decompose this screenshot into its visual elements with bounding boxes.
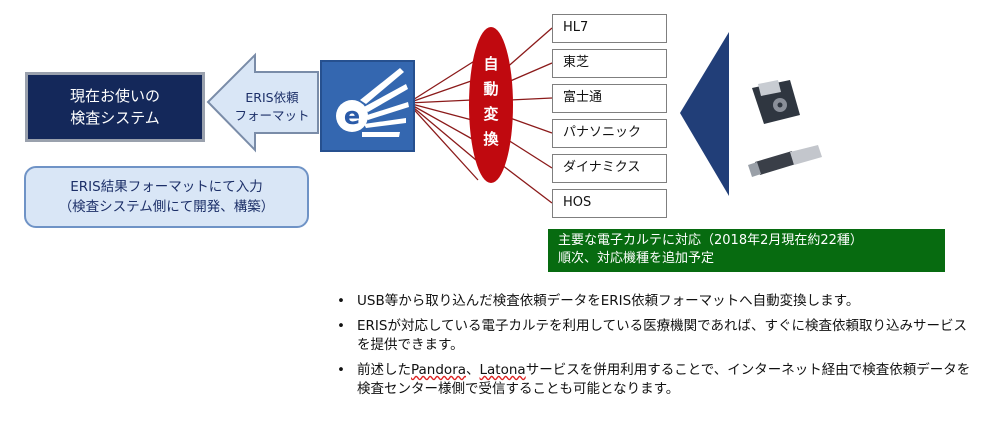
arrow-label: ERIS依頼 フォーマット [232, 89, 312, 125]
auto-convert-oval [469, 27, 513, 183]
green-note-line1: 主要な電子カルテに対応（2018年2月現在約22種） [558, 233, 863, 248]
feature-bullets: • USB等から取り込んだ検査依頼データをERIS依頼フォーマットへ自動変換しま… [335, 292, 975, 405]
system-hos: HOS [552, 189, 667, 218]
bullet-dot-icon: • [337, 318, 345, 334]
auto-convert-label: 自 動 変 換 [471, 52, 511, 152]
svg-text:e: e [344, 102, 360, 130]
logo-to-oval-connectors [407, 59, 479, 181]
auto-char-1: 自 [483, 55, 499, 73]
current-system-box: 現在お使いの 検査システム [25, 72, 205, 142]
arrow-label-line1: ERIS依頼 [245, 90, 299, 105]
bullet-item: • 前述したPandora、Latonaサービスを併用利用することで、インターネ… [335, 361, 975, 399]
green-note-line2: 順次、対応機種を追加予定 [558, 251, 715, 266]
supported-systems-note: 主要な電子カルテに対応（2018年2月現在約22種） 順次、対応機種を追加予定 [548, 229, 945, 272]
eris-logo: e [320, 60, 415, 152]
auto-char-3: 変 [483, 105, 499, 123]
bullet-text-2: ERISが対応している電子カルテを利用している医療機関であれば、すぐに検査依頼取… [357, 318, 968, 353]
usb-stick-icon [748, 145, 822, 177]
auto-char-4: 換 [483, 130, 499, 148]
system-toshiba: 東芝 [552, 49, 667, 78]
note-line2: （検査システム側にて開発、構築） [58, 199, 275, 215]
bullet-text-3-sep: 、 [466, 362, 480, 378]
eris-wing-logo-icon: e [336, 68, 409, 137]
auto-char-2: 動 [483, 80, 499, 98]
bullet-item: • USB等から取り込んだ検査依頼データをERIS依頼フォーマットへ自動変換しま… [335, 292, 975, 311]
note-line1: ERIS結果フォーマットにて入力 [70, 179, 263, 195]
bullet-dot-icon: • [337, 362, 345, 378]
source-triangle [680, 32, 729, 196]
bullet-text-3-post: サービスを併用利用することで、インターネット経由で検査依頼データを検査センター様… [357, 362, 971, 397]
bullet-dot-icon: • [337, 293, 345, 309]
system-dynamics: ダイナミクス [552, 154, 667, 183]
system-hl7: HL7 [552, 14, 667, 43]
bullet-item: • ERISが対応している電子カルテを利用している医療機関であれば、すぐに検査依… [335, 317, 975, 355]
system-fujitsu: 富士通 [552, 84, 667, 113]
latona-term: Latona [479, 362, 526, 378]
arrow-label-line2: フォーマット [234, 108, 310, 123]
system-panasonic: パナソニック [552, 119, 667, 148]
current-system-line1: 現在お使いの [69, 87, 160, 105]
bullet-text-1: USB等から取り込んだ検査依頼データをERIS依頼フォーマットへ自動変換します。 [357, 293, 860, 309]
oval-to-systems-connectors [501, 27, 553, 204]
floppy-disk-icon [752, 80, 800, 124]
current-system-line2: 検査システム [70, 109, 160, 127]
eris-request-arrow [206, 52, 319, 153]
bullet-text-3-pre: 前述した [357, 362, 411, 378]
eris-result-note: ERIS結果フォーマットにて入力 （検査システム側にて開発、構築） [24, 166, 309, 228]
pandora-term: Pandora [411, 362, 467, 378]
